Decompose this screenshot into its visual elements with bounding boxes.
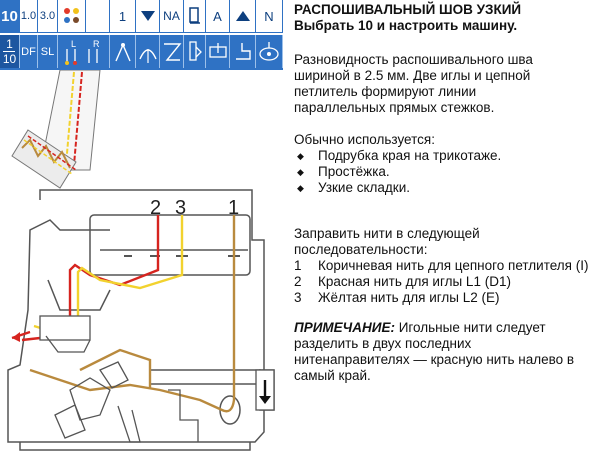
settings-top-row: 10 1.0 3.0 1 NA A N <box>0 0 283 35</box>
threading-diagram: 2 3 1 <box>7 70 275 451</box>
fraction-top: 1 <box>6 37 13 51</box>
fabric-sample-illustration <box>11 70 101 189</box>
uses-heading: Обычно используется: <box>294 132 435 147</box>
thread-label-2: 2 <box>150 197 161 219</box>
thread-step-text: Коричневая нить для цепного петлителя (I… <box>318 258 589 273</box>
uses-list: ◆Подрубка края на трикотаже. ◆Простёжка.… <box>294 148 594 196</box>
note-block: ПРИМЕЧАНИЕ: Игольные нити следует раздел… <box>294 320 584 384</box>
presser-foot-lever-icon <box>235 42 251 60</box>
up-triangle-icon <box>235 11 250 21</box>
looper-icon-cell-2 <box>136 35 160 68</box>
needle-lr-cell: L R <box>58 35 110 68</box>
upper-looper-icon <box>138 48 157 63</box>
threading-list: 1 Коричневая нить для цепного петлителя (… <box>294 258 594 306</box>
stitch-width-cell-2: 3.0 <box>38 0 58 33</box>
sl-cell: SL <box>38 35 58 68</box>
up-triangle-cell <box>230 0 256 33</box>
a-value: A <box>213 8 222 24</box>
note-paragraph: ПРИМЕЧАНИЕ: Игольные нити следует раздел… <box>294 320 584 384</box>
settings-bottom-row: 1 10 DF SL L R <box>0 35 283 70</box>
thread-path-icon <box>163 42 181 61</box>
needle-plate-icon <box>208 42 227 58</box>
thread-label-1: 1 <box>228 197 239 219</box>
thread-color-dots-cell <box>58 0 86 33</box>
brown-thread-path <box>29 215 236 413</box>
down-arrow-icon <box>255 369 275 411</box>
thread-color-dots-icon <box>63 8 79 23</box>
differential-dial-icon <box>259 41 279 61</box>
na-value: NA <box>163 9 180 23</box>
presser-icon-cell <box>184 0 206 33</box>
sl-label: SL <box>40 45 55 58</box>
blank-cell <box>86 0 110 33</box>
note-label: ПРИМЕЧАНИЕ: <box>294 320 395 335</box>
knife-icon <box>188 40 202 61</box>
na-cell: NA <box>160 0 184 33</box>
looper-icon <box>114 42 131 61</box>
machine-settings-table: 10 1.0 3.0 1 NA A N 1 <box>0 0 283 70</box>
down-triangle-cell <box>136 0 160 33</box>
use-item-text: Узкие складки. <box>318 180 410 195</box>
note-text: Игольные нити следует разделить в двух п… <box>294 320 575 383</box>
thread-step-text: Красная нить для иглы L1 (D1) <box>318 274 511 289</box>
list-item: ◆Узкие складки. <box>297 180 410 195</box>
list-item: 2 Красная нить для иглы L1 (D1) <box>294 274 594 290</box>
knife-icon-cell <box>184 35 206 68</box>
dial-1-cell: 1 <box>110 0 136 33</box>
needle-position-icon: L R <box>64 39 100 65</box>
thread-step-text: Жёлтая нить для иглы L2 (E) <box>318 290 500 305</box>
stitch-number-cell: 10 <box>0 0 20 33</box>
stitch-width-cell-1: 1.0 <box>20 0 38 33</box>
thread-label-3: 3 <box>175 197 186 219</box>
list-item: ◆Простёжка. <box>297 164 390 179</box>
stitch-width-2: 3.0 <box>39 10 56 22</box>
fraction-value: 1 10 <box>3 38 16 65</box>
looper-icon-cell <box>110 35 136 68</box>
fraction-bottom: 10 <box>2 52 17 66</box>
stitch-description: Разновидность распошивального шва ширино… <box>294 52 533 115</box>
n-value: N <box>264 8 274 24</box>
n-cell: N <box>256 0 283 33</box>
title-block: РАСПОШИВАЛЬНЫЙ ШОВ УЗКИЙ Выбрать 10 и на… <box>294 2 521 34</box>
use-item-text: Подрубка края на трикотаже. <box>318 148 502 163</box>
foot-icon-cell <box>230 35 256 68</box>
stitch-subtitle: Выбрать 10 и настроить машину. <box>294 18 518 33</box>
description-block: Разновидность распошивального шва ширино… <box>294 52 544 116</box>
list-item: 3 Жёлтая нить для иглы L2 (E) <box>294 290 594 306</box>
svg-text:R: R <box>93 39 100 49</box>
df-label: DF <box>21 45 36 58</box>
threading-block: Заправить нити в следующей последователь… <box>294 226 594 306</box>
uses-block: Обычно используется: ◆Подрубка края на т… <box>294 132 594 196</box>
use-item-text: Простёжка. <box>318 164 390 179</box>
stitch-title: РАСПОШИВАЛЬНЫЙ ШОВ УЗКИЙ <box>294 2 522 17</box>
list-item: 1 Коричневая нить для цепного петлителя (… <box>294 258 594 274</box>
presser-foot-icon <box>188 7 200 24</box>
needle-area-illustration <box>11 315 91 353</box>
thread-step-number: 3 <box>294 290 302 305</box>
thread-path-icon-cell <box>160 35 184 68</box>
dial-icon-cell <box>256 35 283 68</box>
down-triangle-icon <box>140 11 155 21</box>
df-cell: DF <box>20 35 38 68</box>
dial-1-value: 1 <box>118 8 127 24</box>
stitch-number: 10 <box>1 7 18 25</box>
thread-step-number: 1 <box>294 258 302 273</box>
threading-heading: Заправить нити в следующей последователь… <box>294 226 480 257</box>
list-item: ◆Подрубка края на трикотаже. <box>297 148 502 163</box>
looper-mechanism-illustration <box>54 361 199 443</box>
a-cell: A <box>206 0 230 33</box>
stitch-width-1: 1.0 <box>20 10 37 22</box>
svg-text:L: L <box>71 39 76 49</box>
plate-icon-cell <box>206 35 230 68</box>
fraction-cell: 1 10 <box>0 35 20 68</box>
thread-step-number: 2 <box>294 274 302 289</box>
